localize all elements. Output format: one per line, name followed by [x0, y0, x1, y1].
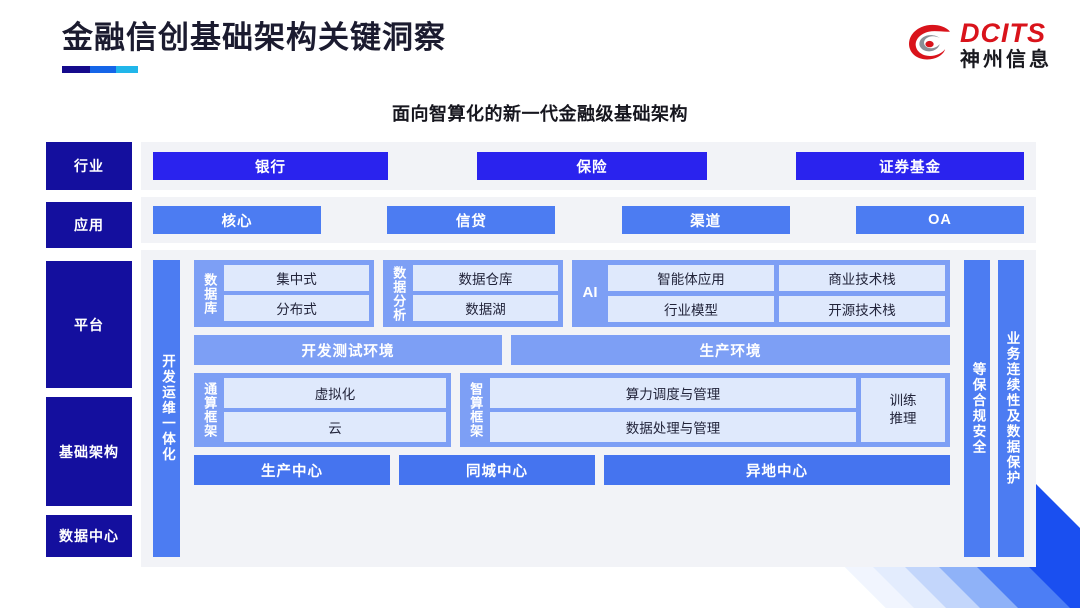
group-data-analytics: 数据分析 数据仓库 数据湖: [383, 260, 563, 327]
cell-commercial-tech-stack[interactable]: 商业技术栈: [779, 265, 945, 291]
platform-row-environments: 开发测试环境 生产环境: [194, 335, 950, 365]
bar-metro-center[interactable]: 同城中心: [399, 455, 595, 485]
logo-text-en: DCITS: [960, 18, 1046, 48]
industry-item-securities-fund[interactable]: 证券基金: [796, 152, 1024, 180]
rail-item-application[interactable]: 应用: [46, 202, 132, 248]
cell-centralized[interactable]: 集中式: [224, 265, 369, 291]
page-title: 金融信创基础架构关键洞察: [62, 20, 446, 55]
dcits-swirl-icon: [909, 24, 950, 60]
group-general-compute-framework: 通算框架 虚拟化 云: [194, 373, 451, 447]
platform-band: 开发运维一体化 数据库 集中式 分布式 数据分析: [141, 250, 1036, 567]
vertical-bar-business-continuity-data-protection[interactable]: 业务连续性及数据保护: [998, 260, 1024, 557]
platform-row-frameworks: 通算框架 虚拟化 云 智算框架 算力调度与管理 数据处理与管理: [194, 373, 950, 447]
rail-item-data-center[interactable]: 数据中心: [46, 515, 132, 557]
cell-data-warehouse[interactable]: 数据仓库: [413, 265, 558, 291]
group-label-database: 数据库: [202, 272, 218, 315]
industry-item-insurance[interactable]: 保险: [477, 152, 707, 180]
bar-dev-test-environment[interactable]: 开发测试环境: [194, 335, 502, 365]
cell-virtualization[interactable]: 虚拟化: [224, 378, 446, 408]
group-intelligent-compute-framework: 智算框架 算力调度与管理 数据处理与管理 训练 推理: [460, 373, 950, 447]
side-cell-line-inference: 推理: [889, 411, 917, 426]
diagram-stack: 银行 保险 证券基金 核心 信贷 渠道 OA 开发运维一体化 数据库: [141, 142, 1036, 567]
cell-cloud[interactable]: 云: [224, 412, 446, 442]
application-item-credit[interactable]: 信贷: [387, 206, 556, 234]
bar-production-environment[interactable]: 生产环境: [511, 335, 950, 365]
cell-industry-model[interactable]: 行业模型: [608, 296, 774, 322]
vertical-bar-devops[interactable]: 开发运维一体化: [153, 260, 180, 557]
application-item-channel[interactable]: 渠道: [621, 206, 790, 234]
company-logo: DCITS 神州信息: [907, 20, 1052, 70]
bar-remote-center[interactable]: 异地中心: [604, 455, 950, 485]
application-item-oa[interactable]: OA: [855, 206, 1024, 234]
title-underline-rule: [62, 66, 138, 73]
architecture-diagram: 行业 应用 平台 基础架构 数据中心 银行 保险 证券基金 核心 信贷 渠道 O…: [46, 142, 1036, 567]
cell-training-inference[interactable]: 训练 推理: [861, 378, 945, 442]
cell-distributed[interactable]: 分布式: [224, 295, 369, 321]
cell-data-processing-management[interactable]: 数据处理与管理: [490, 412, 856, 442]
slide-header: 金融信创基础架构关键洞察: [62, 18, 446, 73]
application-item-core[interactable]: 核心: [153, 206, 321, 234]
platform-center-column: 数据库 集中式 分布式 数据分析 数据仓库 数据湖: [188, 260, 956, 557]
group-label-data-analytics: 数据分析: [391, 265, 407, 322]
diagram-subtitle: 面向智算化的新一代金融级基础架构: [392, 104, 688, 124]
group-label-intelligent-compute-framework: 智算框架: [468, 382, 484, 438]
cell-open-source-tech-stack[interactable]: 开源技术栈: [779, 296, 945, 322]
application-band: 核心 信贷 渠道 OA: [141, 197, 1036, 243]
group-label-ai: AI: [582, 284, 598, 302]
industry-band: 银行 保险 证券基金: [141, 142, 1036, 190]
bar-production-center[interactable]: 生产中心: [194, 455, 390, 485]
cell-data-lake[interactable]: 数据湖: [413, 295, 558, 321]
platform-row-data-centers: 生产中心 同城中心 异地中心: [194, 455, 950, 485]
rail-item-infrastructure[interactable]: 基础架构: [46, 397, 132, 506]
layer-rail: 行业 应用 平台 基础架构 数据中心: [46, 142, 132, 567]
cell-agent-application[interactable]: 智能体应用: [608, 265, 774, 291]
rail-item-industry[interactable]: 行业: [46, 142, 132, 190]
cell-compute-scheduling-management[interactable]: 算力调度与管理: [490, 378, 856, 408]
industry-item-bank[interactable]: 银行: [153, 152, 388, 180]
group-label-general-compute-framework: 通算框架: [202, 382, 218, 438]
platform-row-capabilities: 数据库 集中式 分布式 数据分析 数据仓库 数据湖: [194, 260, 950, 327]
group-ai: AI 智能体应用 商业技术栈 行业模型 开源技术栈: [572, 260, 950, 327]
group-database: 数据库 集中式 分布式: [194, 260, 374, 327]
side-cell-line-training: 训练: [889, 392, 917, 408]
logo-text-cn: 神州信息: [960, 49, 1052, 71]
rail-item-platform[interactable]: 平台: [46, 261, 132, 388]
vertical-bar-compliance-security[interactable]: 等保合规安全: [964, 260, 990, 557]
